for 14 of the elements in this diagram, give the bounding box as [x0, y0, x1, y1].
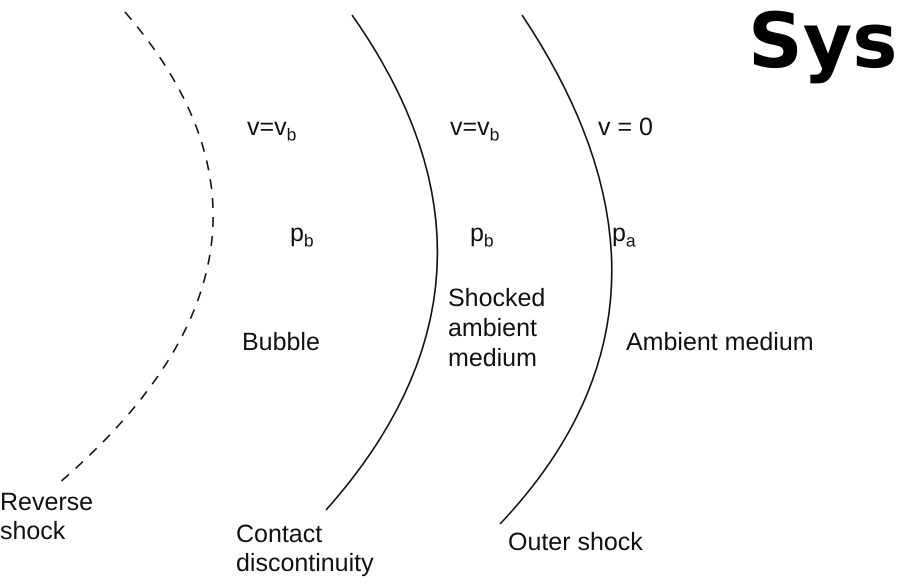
- region-label: p$_{b}$: [290, 218, 315, 248]
- region-label: p$_{b}$: [470, 218, 495, 248]
- curve-label: Outer shock: [508, 528, 644, 557]
- curve-label: Contact discontinuity: [236, 520, 375, 578]
- region-label: v=v$_{b}$: [247, 112, 298, 142]
- region-label: p$_{a}$: [612, 218, 637, 248]
- region-label: Bubble: [242, 327, 321, 357]
- region-label: Shocked ambient medium: [448, 283, 546, 373]
- region-label: Ambient medium: [626, 327, 815, 357]
- shock-front-curve: [325, 14, 438, 510]
- title: Sys: [748, 0, 898, 85]
- region-label: v=v$_{b}$: [450, 112, 500, 142]
- curve-label: Reverse shock: [0, 488, 90, 546]
- region-label: v = 0: [598, 112, 654, 142]
